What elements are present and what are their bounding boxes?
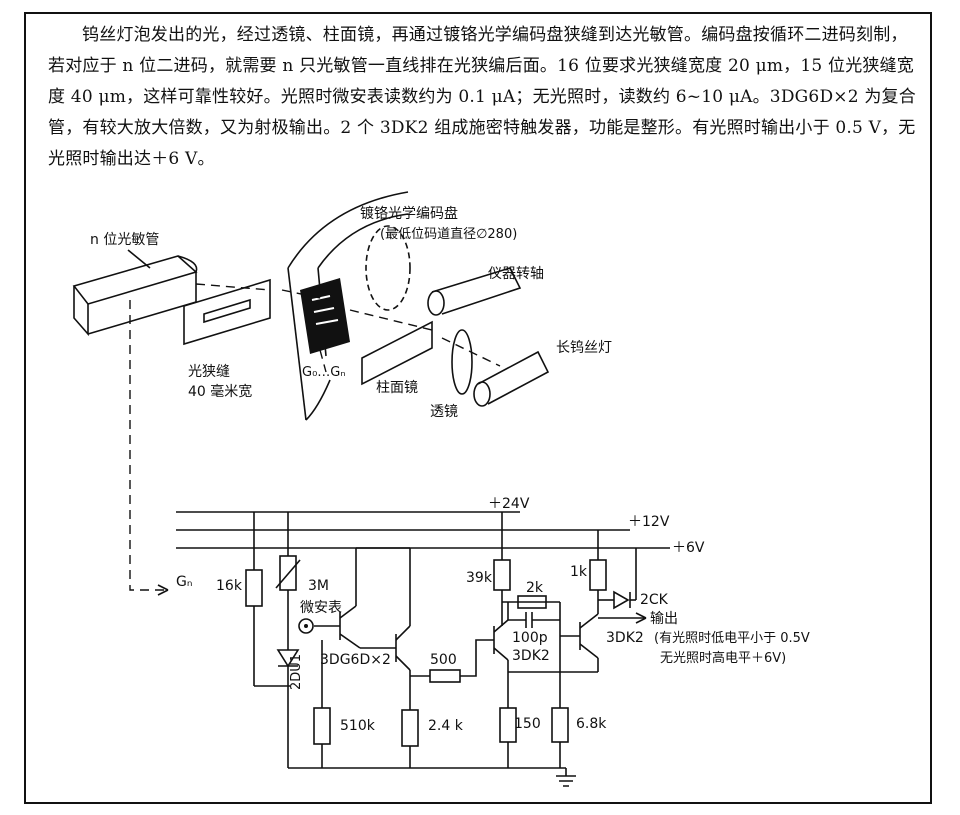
lamp-label: 长钨丝灯: [556, 340, 612, 356]
capacitor-100p: [508, 612, 560, 628]
q1-label: 3DK2: [512, 648, 550, 664]
lens: [451, 329, 473, 395]
light-path: [195, 283, 501, 367]
resistor-500-label: 500: [430, 652, 457, 668]
resistor-2-4k-label: 2.4 k: [428, 718, 464, 734]
resistor-510k-label: 510k: [340, 718, 376, 734]
resistor-1k-label: 1k: [570, 564, 588, 580]
resistor-2k-label: 2k: [526, 580, 544, 596]
cylinder-lens-label: 柱面镜: [376, 380, 418, 396]
capacitor-100p-label: 100p: [512, 630, 548, 646]
slit-width-label: 40 毫米宽: [188, 383, 252, 400]
rail-12v-label: ＋12V: [628, 514, 670, 530]
resistor-16k: [245, 569, 263, 607]
resistor-3m-label: 3M: [308, 578, 329, 594]
resistor-1k: [589, 559, 607, 591]
resistor-39k: [493, 559, 511, 591]
figure-frame: [24, 12, 932, 804]
lens-label: 透镜: [430, 404, 458, 420]
resistor-500: [429, 669, 461, 683]
output-note-2: 无光照时高电平＋6V): [660, 650, 786, 666]
resistor-39k-label: 39k: [466, 570, 493, 586]
resistor-6-8k-label: 6.8k: [576, 716, 607, 732]
gn-connection-line: [129, 300, 168, 591]
slit-label: 光狭缝: [188, 364, 230, 380]
darlington-label: 3DG6D×2: [320, 652, 391, 668]
disc-note-label: (最低位码道直径∅280): [380, 227, 517, 242]
diode-2ck-label: 2CK: [640, 592, 669, 608]
track-leader: [319, 349, 327, 373]
cylinder-lens: [361, 320, 433, 386]
disc-label: 镀铬光学编码盘: [360, 205, 458, 222]
output-note-1: (有光照时低电平小于 0.5V: [654, 631, 810, 646]
microammeter: [298, 618, 314, 634]
resistor-2k: [517, 595, 547, 609]
resistor-6-8k: [551, 707, 569, 743]
output-label: 输出: [650, 611, 678, 627]
rail-24v-label: ＋24V: [488, 496, 530, 512]
shaft-label: 仪器转轴: [488, 266, 544, 282]
resistor-2-4k: [401, 709, 419, 747]
resistor-16k-label: 16k: [216, 578, 243, 594]
gn-input-label: Gₙ: [176, 574, 192, 590]
ground-symbol: [556, 775, 576, 787]
rail-6v-label: ＋6V: [672, 540, 705, 556]
diode-2ck: [613, 590, 631, 610]
resistor-510k: [313, 707, 331, 745]
microammeter-label: 微安表: [300, 600, 342, 616]
slit-plate: [183, 278, 271, 346]
resistor-150-label: 150: [514, 716, 541, 732]
shaft: [365, 225, 522, 316]
tracks-label: G₀…Gₙ: [302, 365, 346, 380]
q2-label: 3DK2: [606, 630, 644, 646]
diode-2du1-label: 2DU1: [289, 654, 304, 690]
lamp: [473, 350, 550, 407]
photo-tube-array: [72, 255, 198, 337]
photo-tubes-label: n 位光敏管: [90, 232, 159, 248]
description-paragraph: 钨丝灯泡发出的光，经过透镜、柱面镜，再通过镀铬光学编码盘狭缝到达光敏管。编码盘按…: [48, 25, 916, 169]
